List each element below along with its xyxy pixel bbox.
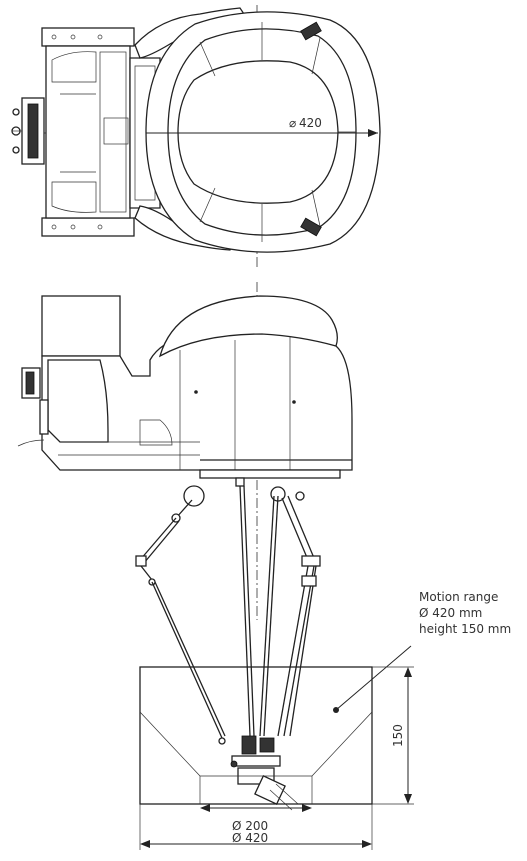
inner-width-label: Ø 200 <box>232 819 268 833</box>
side-cable-connector <box>17 367 49 447</box>
callout-diameter: Ø 420 mm <box>419 606 483 620</box>
latch-top <box>300 21 322 41</box>
end-effector <box>230 735 299 811</box>
inner-width-dimension: Ø 200 <box>200 804 312 833</box>
cable-connector <box>11 97 45 165</box>
top-view: ⌀ 420 <box>11 5 381 270</box>
height-dimension: 150 <box>372 666 414 805</box>
dome-top <box>177 60 339 204</box>
motion-range-envelope <box>139 666 373 805</box>
side-view: 150 Ø 200 Ø 420 <box>17 282 414 850</box>
arm-right <box>259 486 321 737</box>
callout-leader <box>335 645 412 711</box>
top-diameter-symbol: ⌀ <box>289 116 296 130</box>
rear-box <box>41 295 121 357</box>
mounting-bracket <box>41 27 135 237</box>
dome-outer <box>145 11 381 253</box>
dome-cap <box>158 295 338 358</box>
arm-center <box>239 485 255 737</box>
motion-range-callout: Motion range Ø 420 mm height 150 mm <box>419 589 511 637</box>
latch-bottom <box>300 217 322 237</box>
envelope-outline <box>139 666 373 805</box>
top-diameter-label: 420 <box>299 116 322 130</box>
callout-height: height 150 mm <box>419 622 512 636</box>
height-label: 150 <box>391 724 405 747</box>
outer-width-label: Ø 420 <box>232 831 268 845</box>
callout-title: Motion range <box>419 590 499 604</box>
outer-width-dimension: Ø 420 <box>139 804 373 850</box>
arm-left <box>135 485 226 745</box>
